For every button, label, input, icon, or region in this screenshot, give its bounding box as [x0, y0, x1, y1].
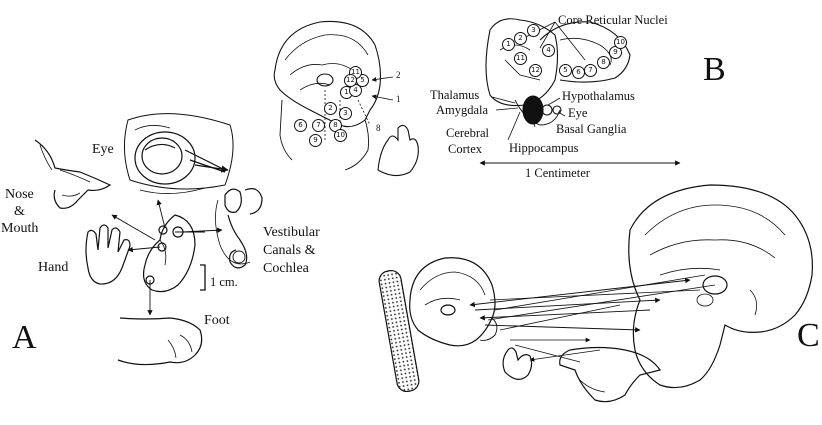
infant-hand-sketch [502, 347, 533, 380]
panel-c-drawing [378, 184, 813, 403]
head-circle-7: 7 [312, 119, 325, 132]
section-circle-7: 7 [584, 64, 597, 77]
eye-sketch [124, 113, 234, 194]
label-vestibular-2: Canals & [263, 243, 316, 258]
section-circle-10: 10 [614, 36, 627, 49]
foot-sketch [117, 317, 203, 366]
label-mouth: Mouth [1, 221, 39, 236]
brain-head-sketch [273, 20, 381, 171]
embryo-sketch [142, 214, 196, 293]
hand-sketch [85, 224, 131, 285]
head-circle-3: 3 [339, 107, 352, 120]
head-circle-10: 10 [334, 129, 347, 142]
label-cerebral-2: Cortex [448, 142, 483, 156]
section-circle-11: 11 [514, 52, 527, 65]
infant-head-sketch [409, 257, 498, 347]
label-hand: Hand [38, 260, 69, 275]
panel-b-drawing [273, 18, 681, 177]
head-circle-6: 6 [294, 119, 307, 132]
section-circle-6: 6 [572, 66, 585, 79]
hand-b-sketch [377, 124, 419, 177]
label-amp: & [14, 204, 25, 219]
section-circle-5: 5 [559, 64, 572, 77]
section-circle-12: 12 [529, 64, 542, 77]
panel-a-drawing [34, 113, 263, 366]
adult-head-sketch [628, 184, 813, 389]
label-amygdala: Amygdala [436, 103, 489, 117]
section-circle-2: 2 [514, 32, 527, 45]
label-eye: Eye [92, 142, 114, 157]
panel-a-letter: A [12, 319, 37, 356]
label-foot: Foot [204, 313, 230, 328]
head-number-1: 1 [396, 94, 401, 104]
vestibular-sketch [215, 188, 263, 269]
label-hypothalamus: Hypothalamus [562, 89, 635, 103]
section-circle-8: 8 [597, 56, 610, 69]
head-number-2: 2 [396, 70, 401, 80]
adult-hand-sketch [559, 346, 661, 403]
label-vestibular-3: Cochlea [263, 261, 309, 276]
section-circle-4: 4 [542, 44, 555, 57]
label-eye-b: Eye [568, 106, 588, 120]
head-circle-2: 2 [324, 102, 337, 115]
label-thalamus: Thalamus [430, 88, 480, 102]
section-circle-1: 1 [502, 38, 515, 51]
toy-rod [378, 270, 420, 392]
head-number-8: 8 [376, 123, 381, 133]
label-nose: Nose [5, 187, 34, 202]
panel-b-letter: B [703, 51, 726, 88]
label-hippocampus: Hippocampus [509, 141, 579, 155]
label-scale-b: 1 Centimeter [525, 166, 590, 180]
section-circle-3: 3 [527, 24, 540, 37]
label-core-reticular: Core Reticular Nuclei [558, 13, 668, 27]
label-basal-ganglia: Basal Ganglia [556, 122, 627, 136]
head-circle-9: 9 [309, 134, 322, 147]
label-scale-a: 1 cm. [210, 275, 238, 289]
brain-section-sketch [485, 18, 631, 126]
label-vestibular-1: Vestibular [263, 225, 320, 240]
nose-mouth-sketch [34, 139, 112, 209]
section-circle-9: 9 [609, 46, 622, 59]
label-cerebral-1: Cerebral [446, 126, 490, 140]
panel-c-letter: C [797, 317, 820, 354]
head-circle-12: 12 [344, 74, 357, 87]
